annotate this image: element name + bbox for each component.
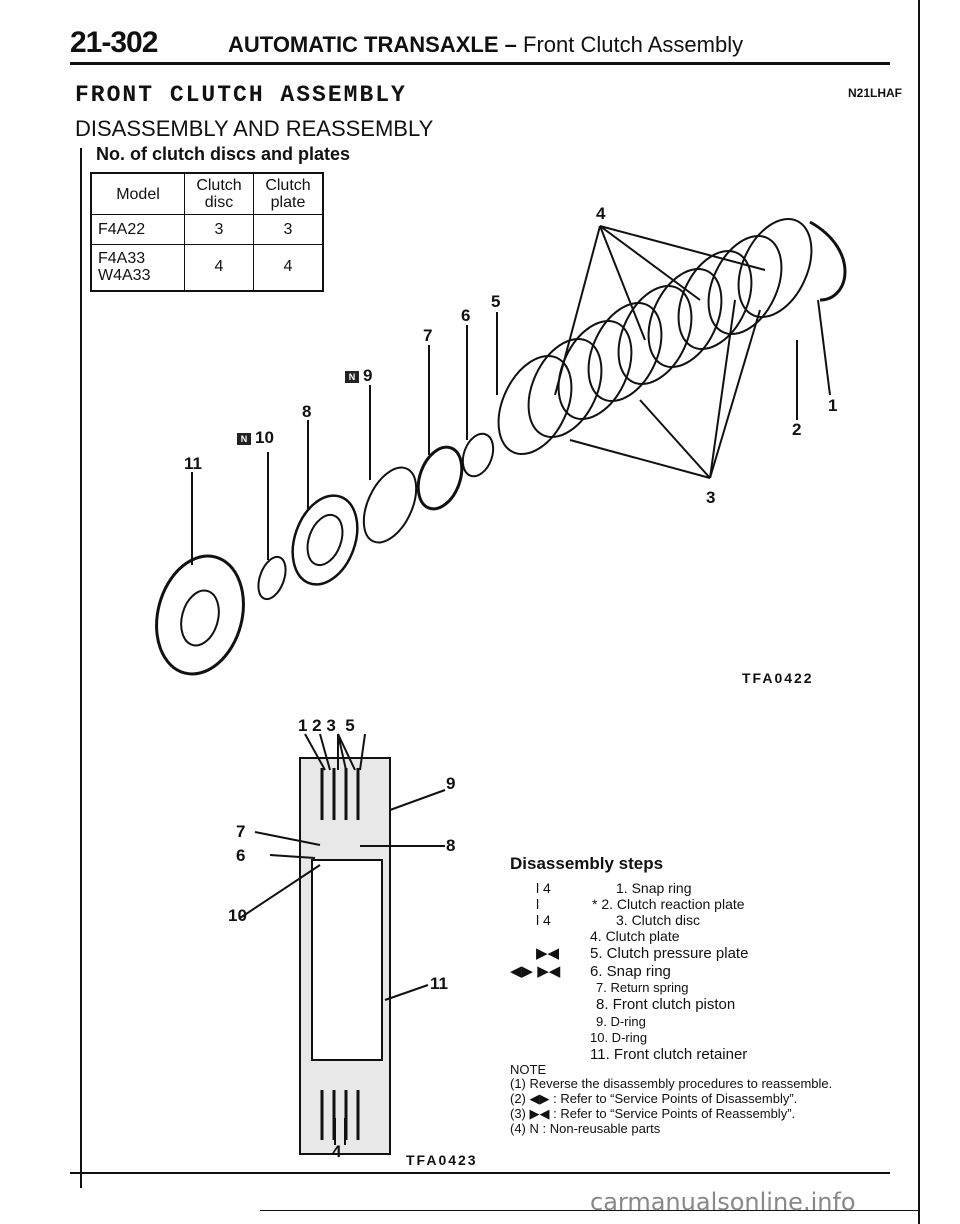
callout-10: N 10 [237, 428, 274, 448]
cell-model: F4A22 [90, 214, 185, 245]
step-text: 6. Snap ring [590, 963, 671, 980]
non-reusable-mark: N [345, 370, 359, 383]
table-header-row: Model Clutch disc Clutch plate [90, 172, 324, 215]
step-prefix: l [536, 896, 540, 912]
step-text: 9. D-ring [596, 1014, 646, 1029]
clutch-table: Model Clutch disc Clutch plate F4A22 3 3… [90, 172, 324, 292]
step-text: 1. Snap ring [616, 880, 692, 896]
bottom-rule [70, 1172, 890, 1174]
clutch-plate-stack [497, 217, 813, 456]
callout-10-label: 10 [255, 428, 274, 447]
doc-code: N21LHAF [848, 86, 903, 100]
step-item: l * 2. Clutch reaction plate [510, 896, 890, 912]
callout-4b: 4 [332, 1142, 342, 1161]
steps-list: l 4 1. Snap ring l * 2. Clutch reaction pl… [510, 880, 890, 1064]
cross-section-diagram [239, 733, 446, 1155]
callout-2: 2 [792, 420, 802, 439]
callout-11b: 11 [430, 974, 448, 993]
right-margin-rule [918, 0, 920, 1224]
header-section: AUTOMATIC TRANSAXLE [228, 32, 499, 57]
callout-9-label: 9 [363, 366, 373, 385]
step-prefix: l 4 [536, 912, 551, 928]
callout-top: 1 2 3 5 [298, 716, 355, 735]
table-caption: No. of clutch discs and plates [96, 144, 351, 164]
step-item: 8. Front clutch piston [510, 996, 890, 1014]
header-separator: – [504, 32, 517, 57]
callout-6: 6 [461, 306, 471, 325]
note-heading: NOTE [510, 1062, 547, 1077]
callout-4: 4 [596, 204, 606, 223]
callout-8b: 8 [446, 836, 456, 855]
col-plate: Clutch plate [253, 172, 324, 215]
watermark: carmanualsonline.info [590, 1188, 856, 1216]
cell-plate: 4 [253, 244, 324, 291]
step-item: 4. Clutch plate [510, 928, 890, 944]
callout-7: 7 [423, 326, 433, 345]
callout-9b: 9 [446, 774, 456, 793]
step-text: 4. Clutch plate [590, 928, 680, 944]
step-item: ◀▶ ▶◀ 6. Snap ring [510, 962, 890, 980]
step-prefix: ▶◀ [536, 945, 560, 962]
step-item: 11. Front clutch retainer [510, 1046, 890, 1064]
step-item: l 4 1. Snap ring [510, 880, 890, 896]
note-line: (2) ◀▶ : Refer to “Service Points of Dis… [510, 1091, 798, 1106]
step-text: * 2. Clutch reaction plate [592, 896, 745, 912]
cell-disc: 4 [184, 244, 254, 291]
header-topic: Front Clutch Assembly [523, 32, 744, 57]
step-item: 9. D-ring [510, 1014, 890, 1030]
header-title: AUTOMATIC TRANSAXLE – Front Clutch Assem… [228, 32, 743, 58]
steps-title: Disassembly steps [510, 854, 664, 873]
callout-11: 11 [184, 454, 202, 473]
note-line: (4) N : Non-reusable parts [510, 1121, 661, 1136]
callout-3: 3 [706, 488, 716, 507]
figure1-code: TFA0422 [742, 670, 814, 686]
step-item: ▶◀ 5. Clutch pressure plate [510, 944, 890, 962]
table-row: F4A33 W4A33 4 4 [90, 244, 324, 291]
col-disc: Clutch disc [184, 172, 254, 215]
note-line: (3) ▶◀ : Refer to “Service Points of Rea… [510, 1106, 796, 1121]
step-text: 7. Return spring [596, 980, 689, 995]
page-number: 21-302 [70, 26, 158, 59]
non-reusable-mark: N [237, 432, 251, 445]
subtitle: DISASSEMBLY AND REASSEMBLY [75, 116, 434, 141]
cell-plate: 3 [253, 214, 324, 245]
note-line: (1) Reverse the disassembly procedures t… [510, 1076, 833, 1091]
callout-5: 5 [491, 292, 501, 311]
footer-rule [260, 1210, 920, 1211]
callout-7b: 7 [236, 822, 246, 841]
step-prefix: l 4 [536, 880, 551, 896]
step-text: 3. Clutch disc [616, 912, 701, 928]
step-item: 7. Return spring [510, 980, 890, 996]
step-text: 8. Front clutch piston [596, 996, 736, 1013]
step-text: 11. Front clutch retainer [590, 1046, 748, 1063]
callout-10b: 10 [228, 906, 247, 925]
figure2-code: TFA0423 [406, 1152, 478, 1168]
step-text: 10. D-ring [590, 1030, 648, 1045]
callout-8: 8 [302, 402, 312, 421]
step-prefix: ◀▶ ▶◀ [510, 963, 561, 980]
header-rule [70, 62, 890, 65]
cell-model: F4A33 W4A33 [90, 244, 185, 291]
callout-6b: 6 [236, 846, 246, 865]
callout-1: 1 [828, 396, 838, 415]
step-item: 10. D-ring [510, 1030, 890, 1046]
section-title: FRONT CLUTCH ASSEMBLY [75, 82, 407, 108]
left-margin-rule [80, 148, 82, 1188]
step-text: 5. Clutch pressure plate [590, 945, 749, 962]
step-item: l 4 3. Clutch disc [510, 912, 890, 928]
